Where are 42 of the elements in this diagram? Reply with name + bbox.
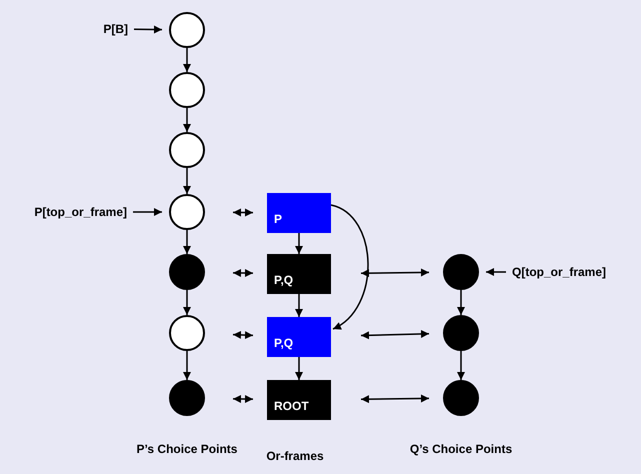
column-caption: P’s Choice Points (136, 442, 238, 457)
arrow (360, 268, 430, 278)
choice-point-circle (169, 12, 205, 48)
choice-point-circle (443, 380, 479, 416)
arrow (457, 290, 465, 315)
pointer-label: P[top_or_frame] (34, 205, 127, 219)
pointer-label: Q[top_or_frame] (512, 265, 606, 279)
arrow (232, 268, 254, 278)
arrow (330, 204, 369, 330)
arrow (295, 233, 303, 254)
pointer-label: P[B] (103, 22, 128, 36)
choice-point-circle (169, 254, 205, 290)
arrow (232, 330, 254, 340)
column-caption: Or-frames (265, 449, 325, 464)
arrow (295, 294, 303, 317)
arrow (360, 394, 430, 404)
or-frame-box: ROOT (267, 380, 331, 420)
arrow (183, 230, 191, 254)
choice-point-circle (443, 254, 479, 290)
arrow (486, 268, 506, 276)
choice-point-circle (169, 72, 205, 108)
arrow (233, 208, 253, 217)
arrow (183, 168, 191, 194)
or-frame-box: P,Q (267, 317, 331, 357)
choice-point-circle (169, 315, 205, 351)
arrow (133, 208, 162, 216)
arrow (183, 290, 191, 315)
choice-point-circle (443, 315, 479, 351)
arrow (183, 48, 191, 72)
arrow (183, 108, 191, 132)
or-frame-box: P (267, 193, 331, 233)
arrow (232, 394, 254, 404)
choice-point-circle (169, 380, 205, 416)
or-frame-box: P,Q (267, 254, 331, 294)
arrow (360, 330, 430, 340)
arrow (295, 357, 303, 380)
arrow (183, 351, 191, 380)
arrow (457, 351, 465, 380)
choice-point-circle (169, 194, 205, 230)
choice-point-circle (169, 132, 205, 168)
arrow (134, 26, 162, 34)
column-caption: Q’s Choice Points (408, 442, 514, 457)
